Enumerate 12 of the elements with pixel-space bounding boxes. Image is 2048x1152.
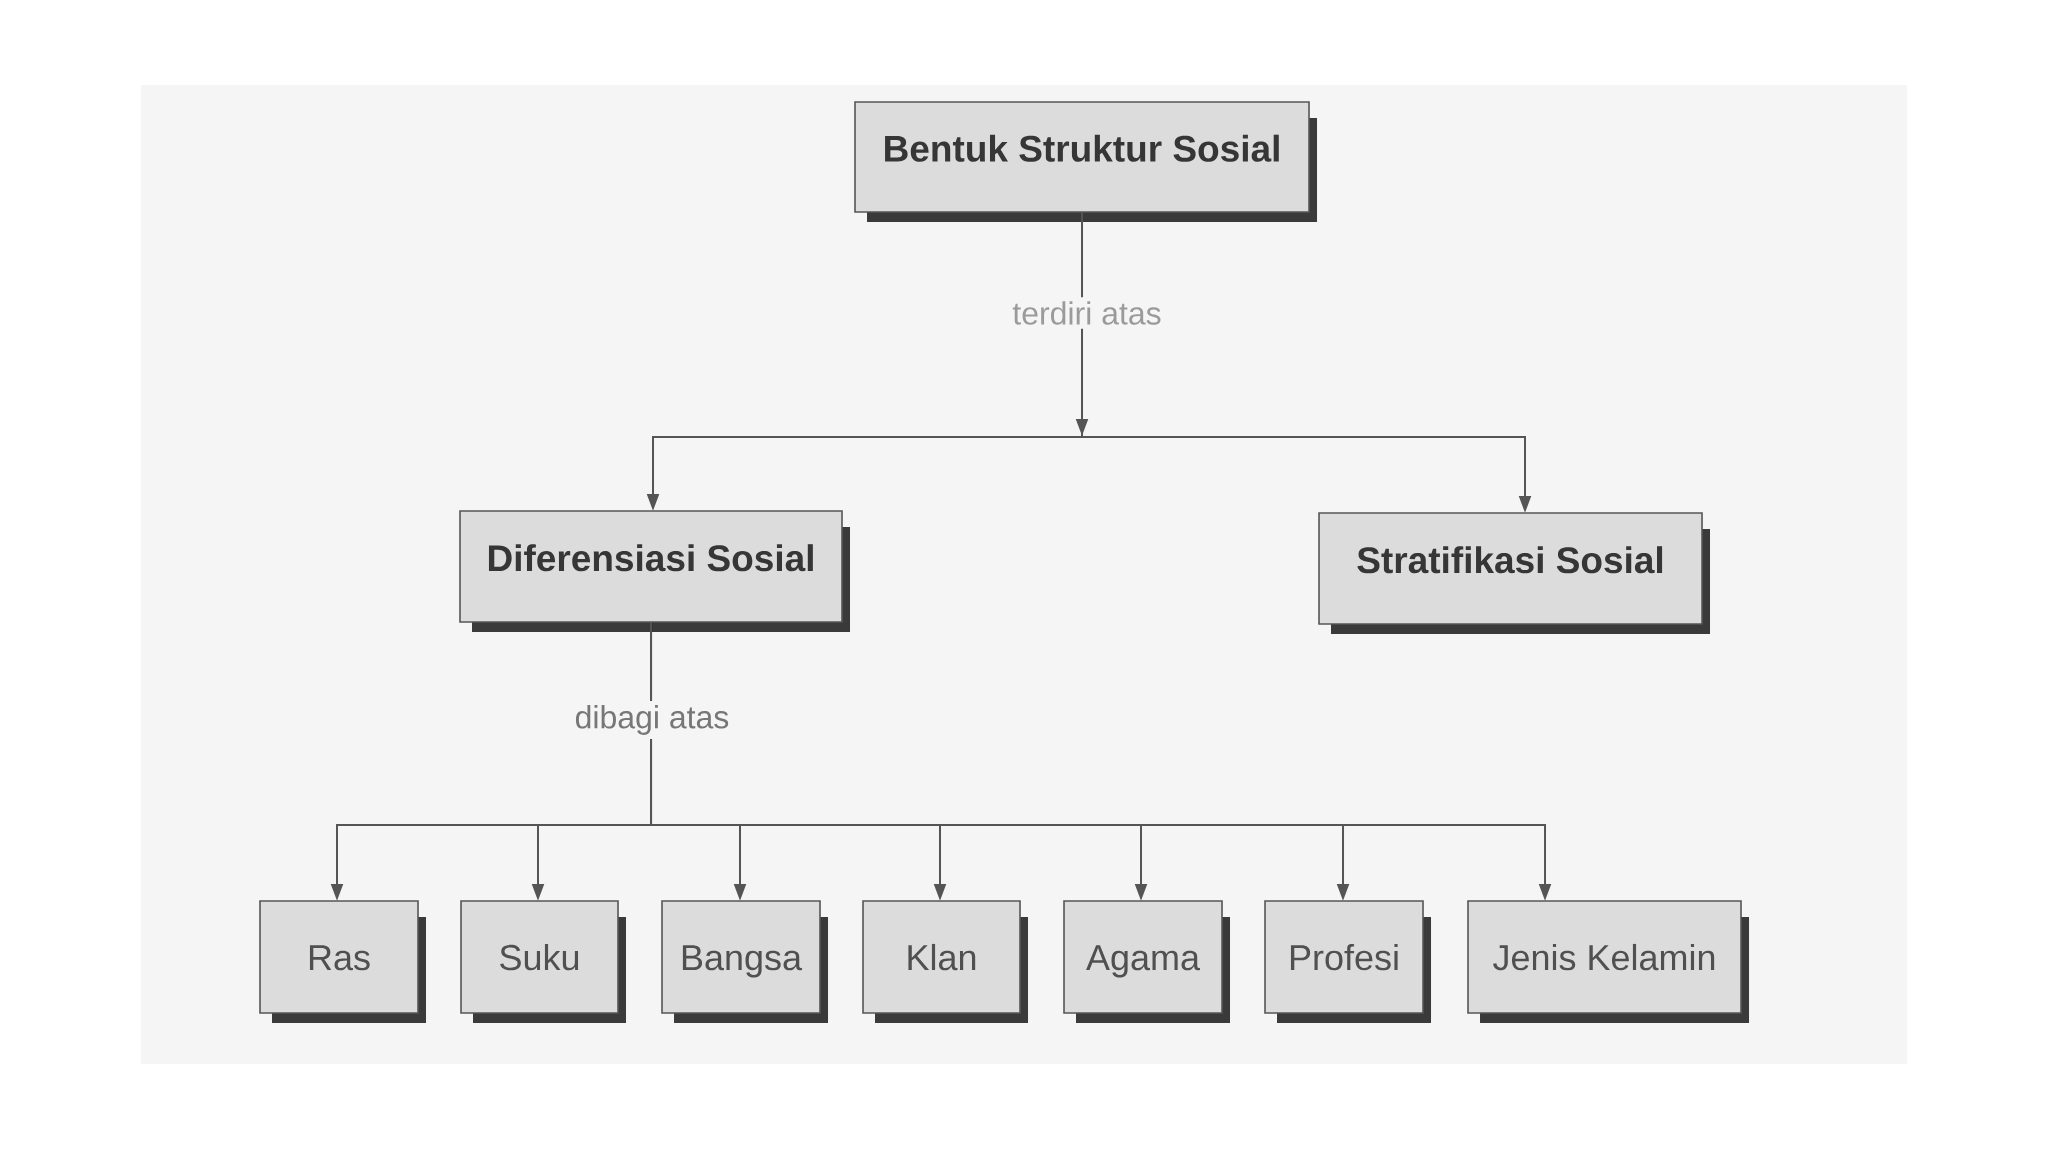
category-box: Agama [1063,900,1230,1023]
category-box: Jenis Kelamin [1467,900,1749,1023]
category-box: Stratifikasi Sosial [1318,512,1710,634]
edge-label: dibagi atas [570,701,734,739]
edge-label: terdiri atas [1008,297,1166,329]
category-box: Profesi [1264,900,1431,1023]
category-box: Bangsa [661,900,828,1023]
category-box: Diferensiasi Sosial [459,510,850,632]
category-box: Suku [460,900,626,1023]
category-box: Bentuk Struktur Sosial [854,101,1317,222]
category-box: Klan [862,900,1028,1023]
category-box: Ras [259,900,426,1023]
